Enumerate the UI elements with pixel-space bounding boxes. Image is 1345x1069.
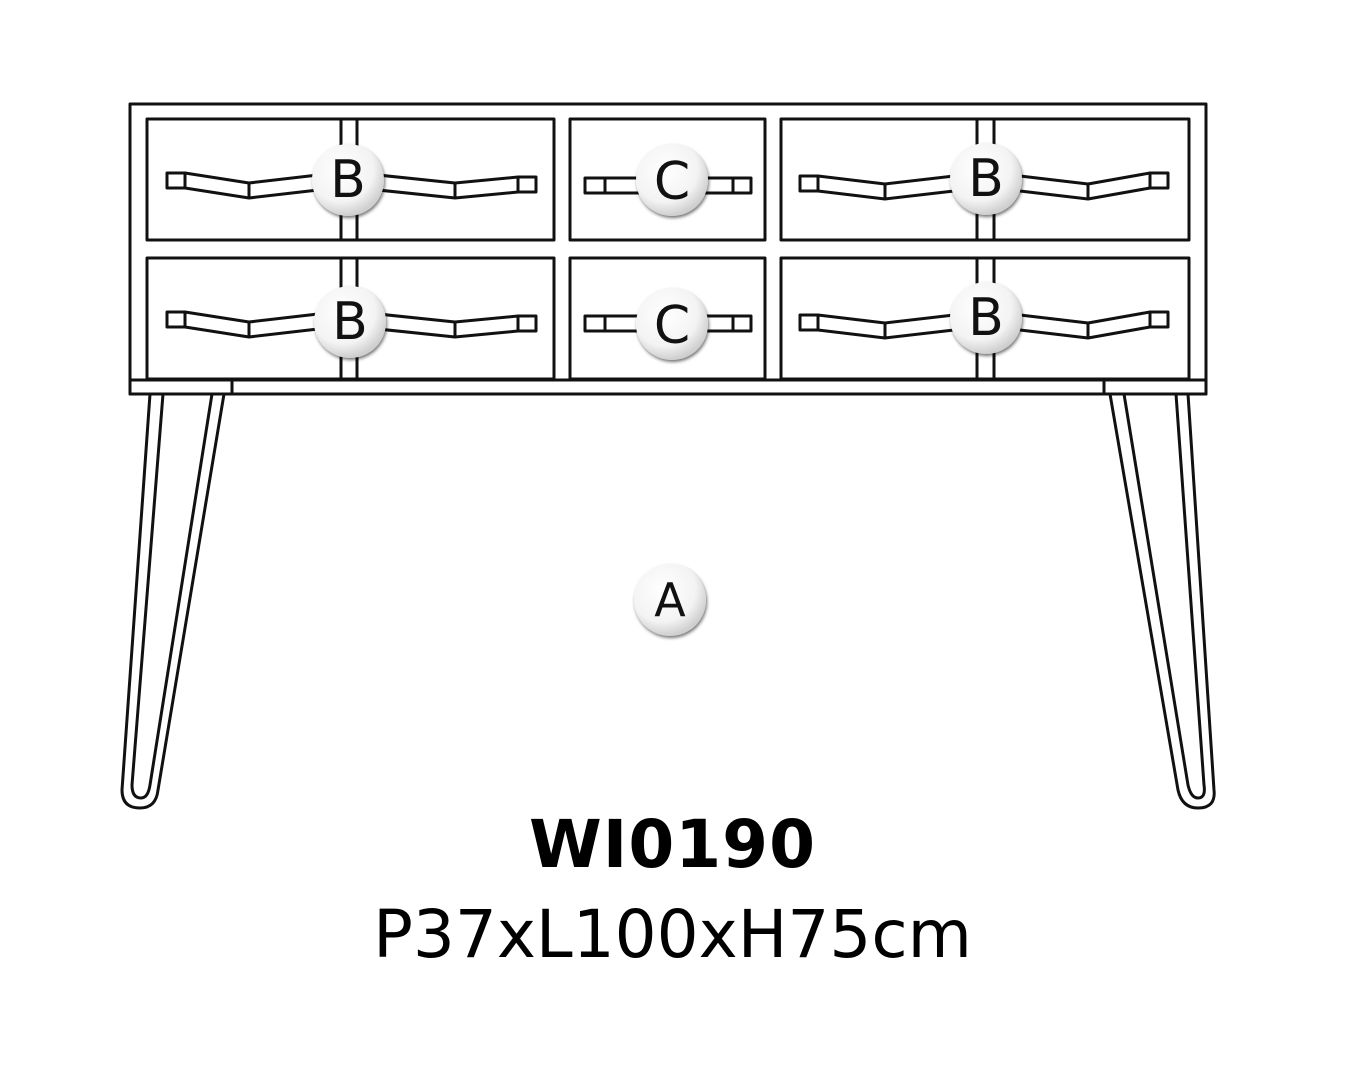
handle-bottom-middle	[583, 314, 753, 333]
callout-letter: C	[654, 152, 690, 212]
handle-bottom-right	[798, 310, 1170, 340]
handle-bottom-left	[165, 310, 538, 339]
callout-badge-top-middle: C	[636, 144, 708, 216]
cabinet-body	[128, 102, 1208, 396]
callout-letter: B	[330, 150, 366, 210]
leg-right-inner	[1122, 393, 1206, 800]
callout-badge-body: A	[634, 564, 706, 636]
leg-plate-left	[128, 378, 234, 396]
drawer-top-middle	[568, 117, 767, 242]
drawer-top-left	[145, 117, 556, 242]
handle-top-middle	[583, 176, 753, 195]
callout-badge-bottom-middle: C	[636, 288, 708, 360]
callout-badge-top-left: B	[312, 144, 384, 216]
model-code: WI0190	[528, 806, 817, 883]
drawer-bottom-right	[779, 256, 1191, 381]
callout-letter: B	[968, 149, 1004, 209]
drawer-top-right	[779, 117, 1191, 242]
callout-badge-bottom-left: B	[314, 286, 386, 358]
leg-left	[120, 393, 226, 810]
callout-letter: B	[332, 292, 368, 352]
callout-badge-bottom-right: B	[950, 282, 1022, 354]
drawer-bottom-middle	[568, 256, 767, 381]
handle-top-left	[165, 171, 538, 200]
drawer-bottom-left	[145, 256, 556, 381]
dimensions-label: P37xL100xH75cm	[373, 896, 972, 973]
callout-badge-top-right: B	[950, 143, 1022, 215]
callout-letter: B	[968, 288, 1004, 348]
leg-right	[1108, 393, 1216, 810]
handle-top-right	[798, 171, 1170, 201]
leg-left-inner	[130, 393, 214, 800]
callout-letter: A	[654, 573, 686, 627]
leg-plate-right	[1102, 378, 1208, 396]
callout-letter: C	[654, 296, 690, 356]
